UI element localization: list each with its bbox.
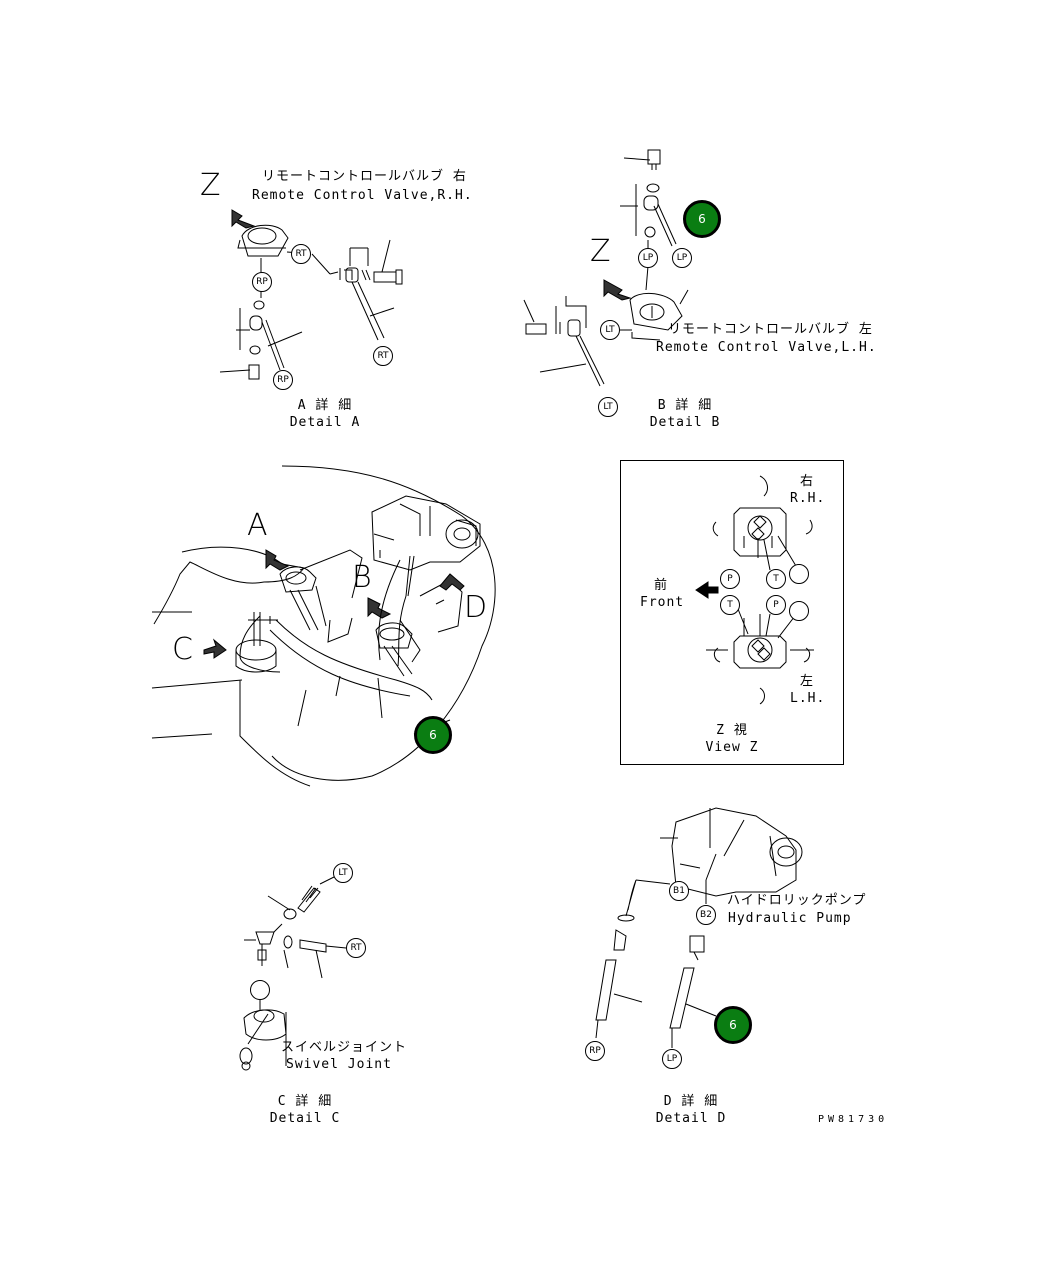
callout-6[interactable]: 6 — [683, 200, 721, 238]
port-t-lower: T — [720, 595, 740, 615]
port-blank-upper — [789, 564, 809, 584]
port-blank-lower — [789, 601, 809, 621]
swivel-joint-label-jp: スイベルジョイント — [281, 1040, 408, 1055]
callout-6[interactable]: 6 — [414, 716, 452, 754]
detail-b-drawing — [523, 149, 689, 387]
detail-a-drawing — [219, 209, 403, 380]
detail-d-drawing — [595, 807, 803, 1048]
tag-rp: RP — [252, 272, 272, 292]
tag-rt: RT — [291, 244, 311, 264]
swivel-joint-label: Swivel Joint — [286, 1057, 392, 1072]
tag-lp: LP — [662, 1049, 682, 1069]
view-letter-a: A — [247, 508, 268, 543]
drawing-number: PW81730 — [818, 1114, 889, 1125]
tag-rp: RP — [273, 370, 293, 390]
view-letter-z-b: Z — [590, 234, 611, 269]
detail-b-title: Detail B — [649, 415, 721, 430]
tag-rp: RP — [585, 1041, 605, 1061]
callout-6[interactable]: 6 — [714, 1006, 752, 1044]
tag-b2: B2 — [696, 905, 716, 925]
hydraulic-pump-label: Hydraulic Pump — [728, 911, 852, 926]
view-letter-b: B — [352, 560, 372, 595]
detail-c-drawing — [239, 875, 347, 1071]
view-letter-c: C — [172, 632, 193, 667]
detail-d-title: Detail D — [655, 1111, 727, 1126]
tag-b1: B1 — [669, 881, 689, 901]
main-assembly-drawing — [151, 465, 496, 787]
tag-lp: LP — [672, 248, 692, 268]
view-letter-d: D — [464, 590, 488, 625]
view-z-frame — [620, 460, 844, 765]
view-letter-z-a: Z — [200, 168, 221, 203]
detail-a-title-jp: A 詳 細 — [297, 398, 353, 413]
tag-lt: LT — [600, 320, 620, 340]
hydraulic-pump-label-jp: ハイドロリックポンプ — [727, 893, 867, 908]
front-label-jp: 前 — [654, 578, 669, 593]
front-label: Front — [640, 595, 685, 610]
tag-rt: RT — [373, 346, 393, 366]
detail-b-title-jp: B 詳 細 — [657, 398, 713, 413]
remote-control-valve-lh-label: Remote Control Valve,L.H. — [656, 340, 877, 355]
remote-control-valve-lh-label-jp: リモートコントロールバルブ 左 — [668, 322, 873, 337]
tag-lt: LT — [598, 397, 618, 417]
lh-label-jp: 左 — [800, 674, 815, 689]
tag-lp: LP — [638, 248, 658, 268]
tag-lt: LT — [333, 863, 353, 883]
detail-a-title: Detail A — [289, 415, 361, 430]
port-t-upper: T — [766, 569, 786, 589]
remote-control-valve-rh-label: Remote Control Valve,R.H. — [252, 188, 473, 203]
rh-label: R.H. — [790, 491, 826, 506]
view-z-title: View Z — [705, 740, 759, 755]
detail-c-title-jp: C 詳 細 — [277, 1094, 333, 1109]
lh-label: L.H. — [790, 691, 826, 706]
port-p-lower: P — [766, 595, 786, 615]
view-z-drawing — [695, 475, 814, 705]
detail-c-title: Detail C — [269, 1111, 341, 1126]
tag-rt: RT — [346, 938, 366, 958]
remote-control-valve-rh-label-jp: リモートコントロールバルブ 右 — [262, 169, 467, 184]
view-z-title-jp: Z 視 — [716, 723, 748, 738]
port-p-upper: P — [720, 569, 740, 589]
rh-label-jp: 右 — [800, 474, 815, 489]
detail-d-title-jp: D 詳 細 — [663, 1094, 719, 1109]
tag-blank-c — [250, 980, 270, 1000]
